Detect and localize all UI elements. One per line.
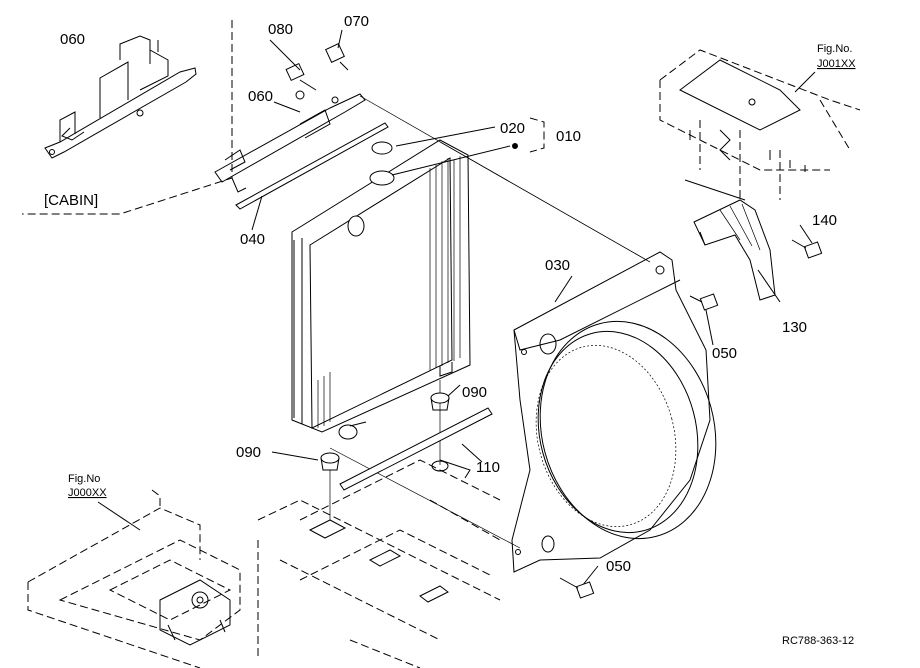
radiator-cap-020	[371, 141, 393, 155]
label-130: 130	[782, 319, 807, 336]
label-140: 140	[812, 212, 837, 229]
bushing-090-lower	[320, 452, 340, 471]
fig-right-label: Fig.No.	[817, 43, 852, 55]
cap-point-marker	[512, 143, 518, 149]
rod-040	[235, 122, 389, 210]
label-050-upper: 050	[712, 345, 737, 362]
fig-left-code: J000XX	[68, 487, 107, 499]
bolt-080	[285, 62, 317, 91]
plate-110	[339, 407, 493, 491]
label-090-lower: 090	[236, 444, 261, 461]
label-030: 030	[545, 257, 570, 274]
assembly-guides	[329, 95, 651, 549]
bushing-090-upper	[430, 392, 450, 411]
bolt-070	[325, 43, 349, 71]
label-080: 080	[268, 21, 293, 38]
bolt-050-upper	[689, 293, 719, 311]
label-070: 070	[344, 13, 369, 30]
label-020: 020	[500, 120, 525, 137]
cabin-boundary	[22, 20, 233, 215]
radiator-assembly	[291, 139, 471, 440]
label-060-cabin: 060	[60, 31, 85, 48]
bolt-050-lower	[559, 577, 595, 599]
fig-left-label: Fig.No	[68, 473, 100, 485]
fig-right-leader	[794, 71, 816, 93]
frame-j000xx	[27, 489, 241, 668]
fan-shroud-030	[511, 251, 717, 573]
cabin-label: [CABIN]	[44, 192, 98, 209]
fig-left-leader	[97, 501, 141, 531]
leader-lines	[251, 29, 813, 587]
cabin-bracket-060	[44, 35, 197, 159]
air-guide-130	[693, 199, 776, 301]
group-bracket-010	[529, 117, 545, 153]
label-040: 040	[240, 231, 265, 248]
bolt-140	[791, 239, 823, 259]
frame-center	[257, 459, 501, 668]
drawing-code: RC788-363-12	[782, 635, 854, 647]
fig-right-code: J001XX	[817, 58, 856, 70]
label-050-lower: 050	[606, 558, 631, 575]
label-060-upper: 060	[248, 88, 273, 105]
upper-bracket-060	[214, 90, 366, 193]
label-010: 010	[556, 128, 581, 145]
label-110: 110	[476, 459, 500, 476]
frame-j001xx	[659, 49, 861, 201]
label-090-upper: 090	[462, 384, 487, 401]
